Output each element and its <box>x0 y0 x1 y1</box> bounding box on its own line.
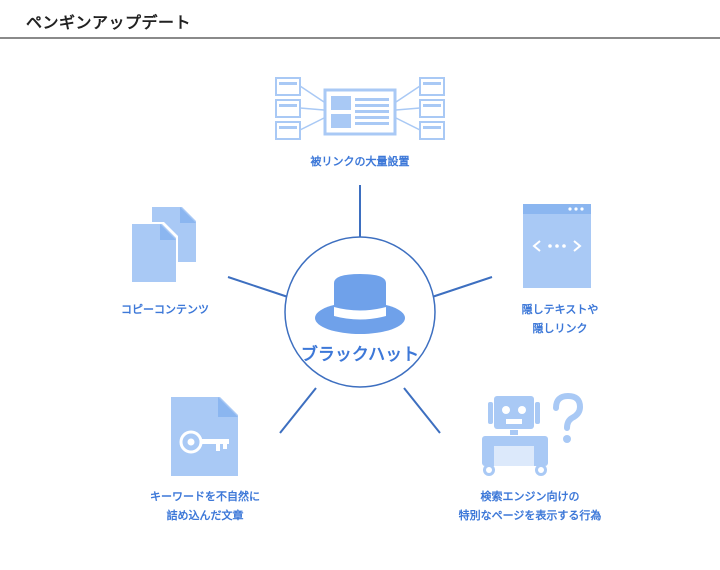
label-hidden-text: 隠しテキストや 隠しリンク <box>480 300 640 338</box>
connector-bottom-left <box>279 387 317 434</box>
copy-documents-icon <box>132 207 196 282</box>
top-hat-icon <box>315 274 405 334</box>
label-cloaking: 検索エンジン向けの 特別なページを表示する行為 <box>420 487 640 525</box>
connector-bottom-right <box>403 387 441 434</box>
label-cloaking-line1: 検索エンジン向けの <box>480 490 580 503</box>
label-backlinks: 被リンクの大量設置 <box>260 152 460 171</box>
key-document-icon <box>171 397 238 476</box>
label-cloaking-line2: 特別なページを表示する行為 <box>458 509 602 522</box>
label-copy-content: コピーコンテンツ <box>90 300 240 319</box>
code-window-icon <box>523 204 591 288</box>
label-keyword-stuffing-line1: キーワードを不自然に <box>150 490 260 503</box>
label-keyword-stuffing-line2: 詰め込んだ文章 <box>166 509 244 522</box>
connector-right <box>431 276 493 298</box>
label-hidden-text-line1: 隠しテキストや <box>521 303 599 316</box>
connector-left <box>227 276 289 298</box>
label-hidden-text-line2: 隠しリンク <box>532 322 588 335</box>
connector-lines <box>227 185 493 434</box>
center-label: ブラックハット <box>300 345 420 365</box>
label-copy-content-line1: コピーコンテンツ <box>121 303 209 316</box>
label-backlinks-line1: 被リンクの大量設置 <box>310 155 410 168</box>
page-header: ペンギンアップデート <box>0 0 720 39</box>
link-network-icon <box>275 77 445 140</box>
page-title: ペンギンアップデート <box>26 13 192 32</box>
label-keyword-stuffing: キーワードを不自然に 詰め込んだ文章 <box>110 487 300 525</box>
robot-question-icon <box>482 392 584 476</box>
